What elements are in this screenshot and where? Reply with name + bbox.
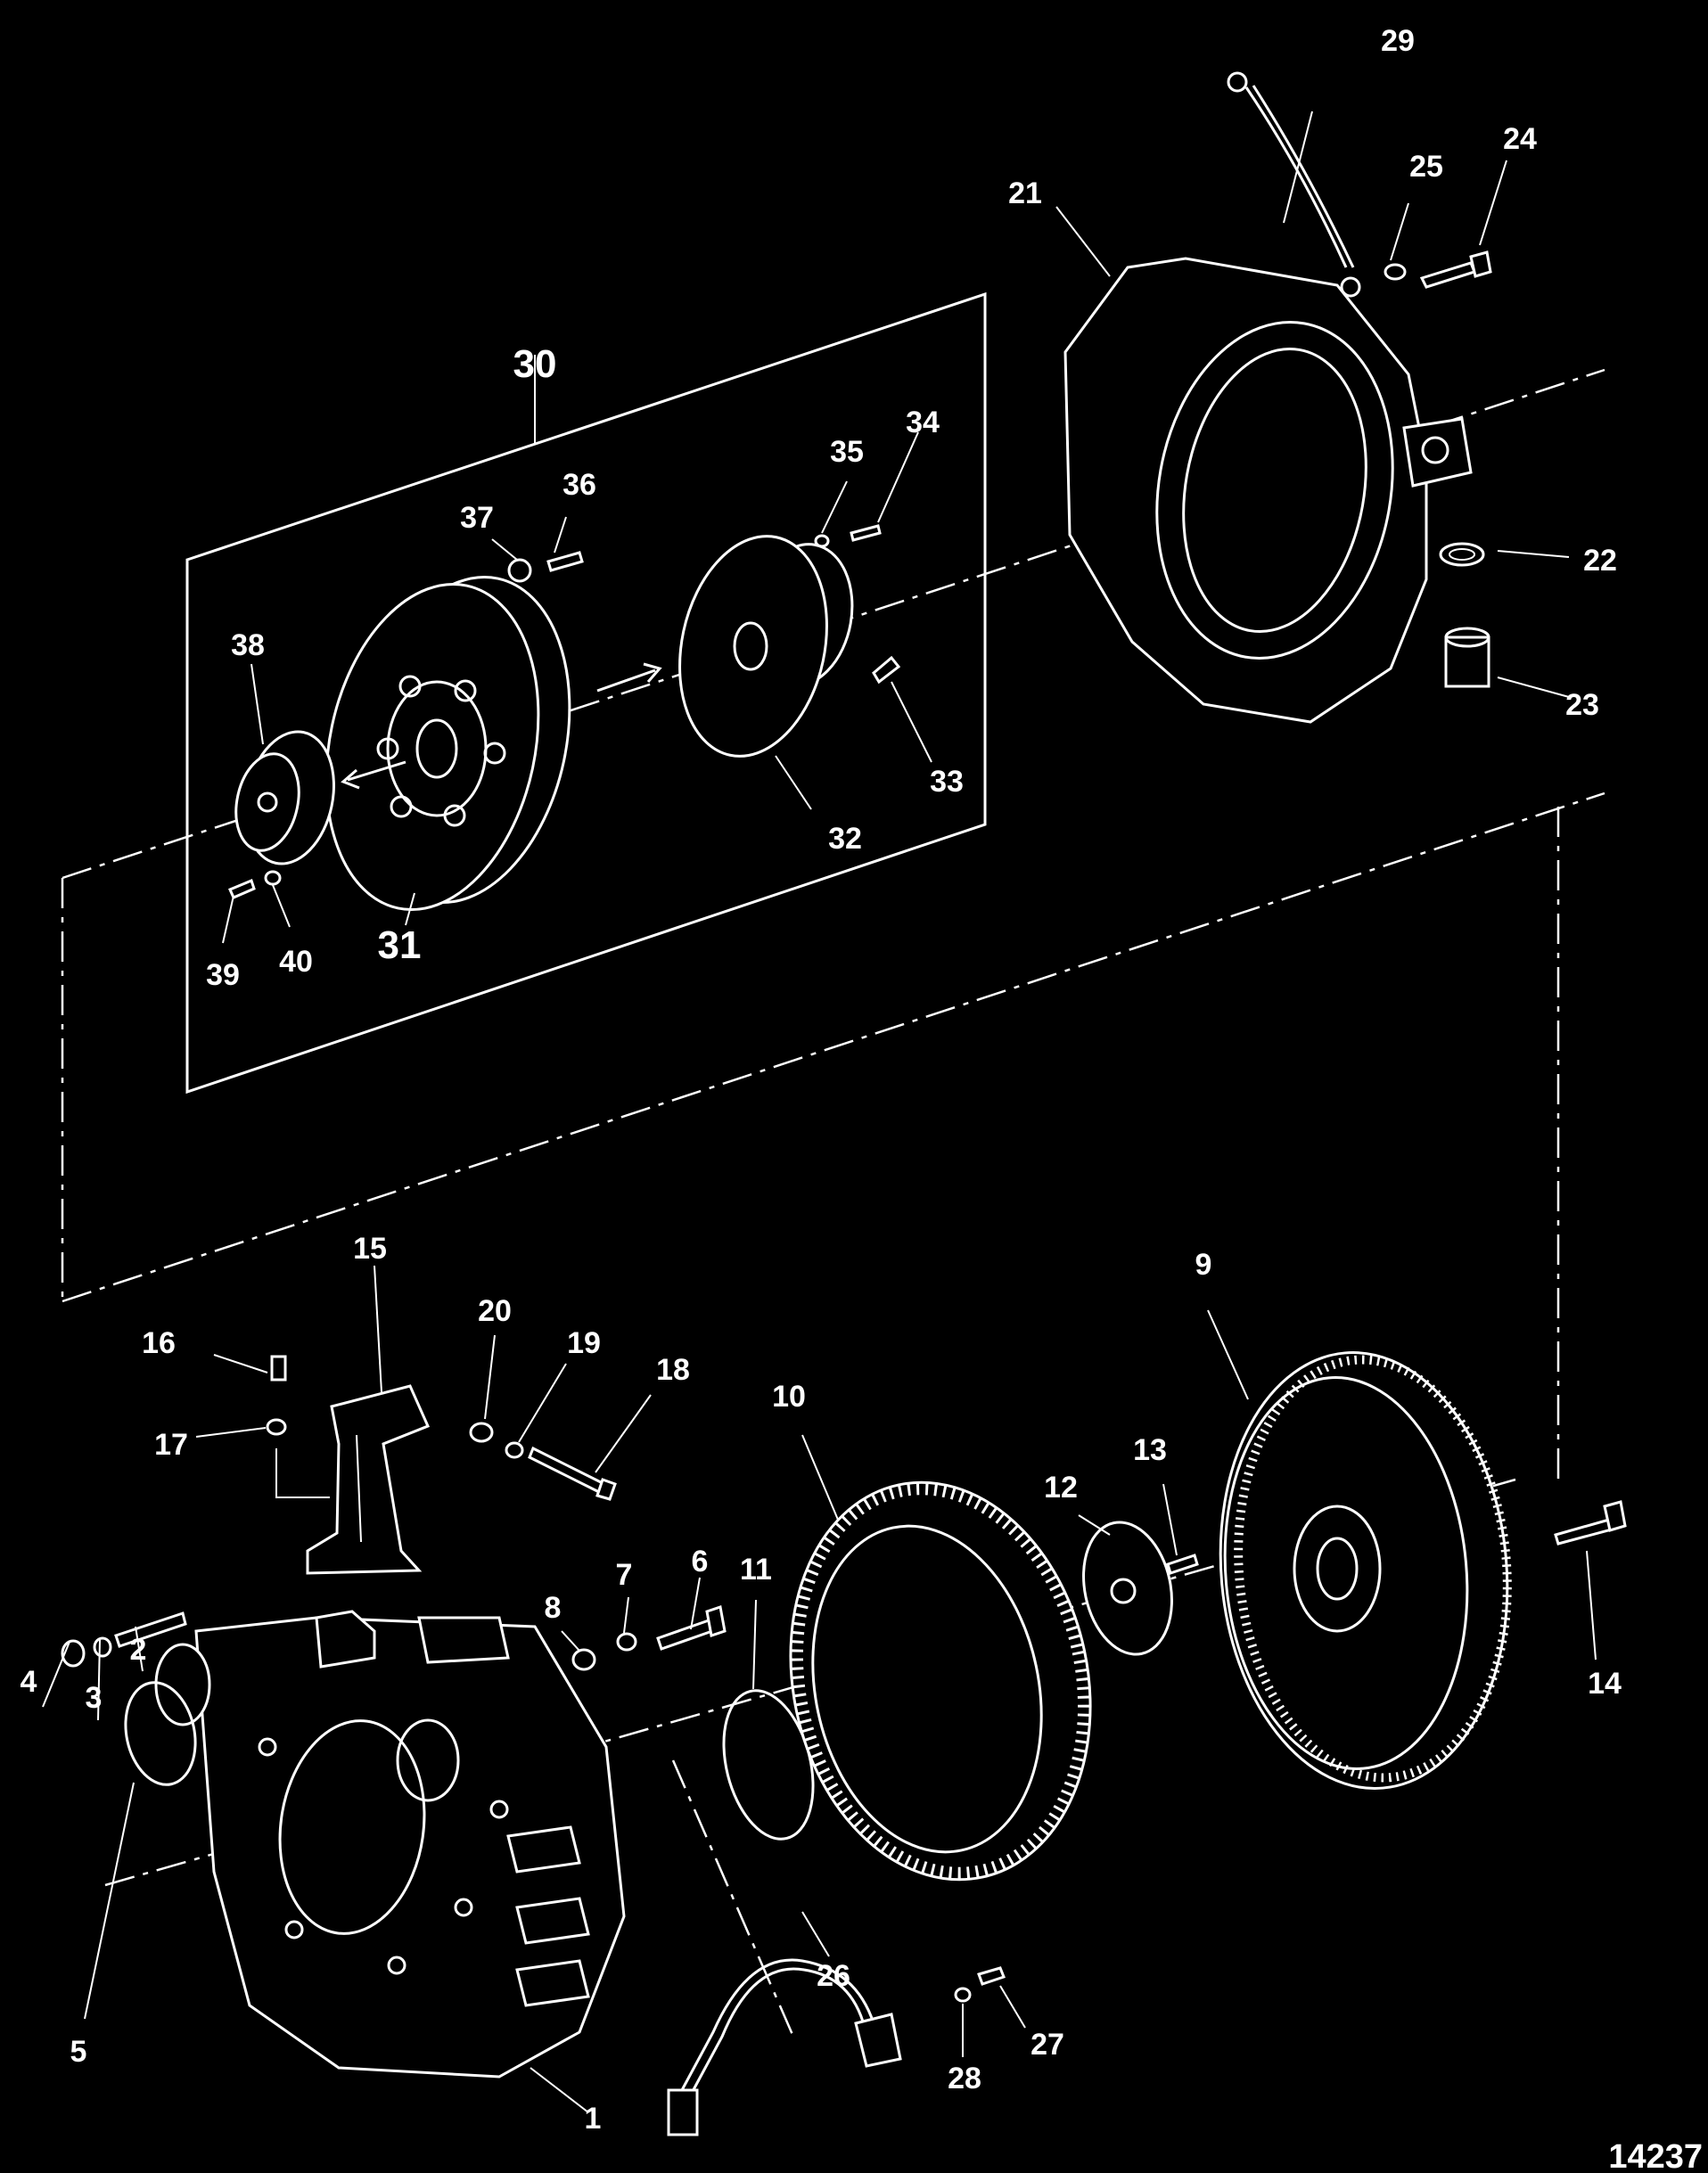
part-label-18: 18 <box>656 1353 690 1387</box>
part-label-27: 27 <box>1031 2028 1064 2062</box>
seal-22 <box>1439 542 1485 567</box>
part-label-23: 23 <box>1565 688 1599 722</box>
part-label-12: 12 <box>1044 1471 1078 1505</box>
part-label-4: 4 <box>21 1665 37 1699</box>
part-label-29: 29 <box>1381 24 1415 58</box>
part-label-2: 2 <box>130 1633 147 1667</box>
part-label-5: 5 <box>70 2035 87 2069</box>
housing-cover-21 <box>1063 257 1473 724</box>
leader-lines <box>42 111 1597 2113</box>
part-label-20: 20 <box>478 1294 512 1328</box>
bracket-15 <box>306 1384 431 1575</box>
part-label-17: 17 <box>154 1428 188 1462</box>
part-label-35: 35 <box>830 435 864 469</box>
part-label-36: 36 <box>562 468 596 502</box>
part-label-26: 26 <box>817 1959 850 1993</box>
part-label-34: 34 <box>906 406 940 439</box>
part-label-16: 16 <box>142 1326 176 1360</box>
part-label-6: 6 <box>692 1545 709 1578</box>
part-label-11: 11 <box>740 1553 772 1587</box>
part-label-30: 30 <box>513 342 557 386</box>
part-label-22: 22 <box>1583 544 1617 578</box>
flywheel-housing-1 <box>154 1610 626 2079</box>
part-label-14: 14 <box>1588 1667 1622 1701</box>
part-label-1: 1 <box>585 2102 602 2136</box>
part-label-19: 19 <box>567 1326 601 1360</box>
sensor-26 <box>667 1958 902 2136</box>
part-label-8: 8 <box>545 1591 562 1625</box>
hub-38 <box>234 730 335 865</box>
adapter-12 <box>1082 1521 1173 1656</box>
part-label-3: 3 <box>86 1681 103 1715</box>
part-label-10: 10 <box>772 1380 806 1414</box>
bolt-24 <box>1419 250 1492 289</box>
part-label-37: 37 <box>460 501 494 535</box>
part-label-39: 39 <box>206 958 240 992</box>
kit-box-30 <box>185 291 987 1095</box>
part-label-28: 28 <box>948 2062 981 2095</box>
part-label-9: 9 <box>1195 1248 1212 1282</box>
ground-strap-29 <box>1227 71 1361 298</box>
drive-plate-31 <box>324 575 571 912</box>
part-label-32: 32 <box>828 822 862 856</box>
bolts-13-14 <box>1166 1500 1627 1575</box>
part-label-33: 33 <box>930 765 964 799</box>
part-label-40: 40 <box>279 945 313 979</box>
left-hardware <box>61 1611 197 1786</box>
part-label-13: 13 <box>1133 1433 1167 1467</box>
arrows <box>341 662 662 790</box>
small-hardware-kit <box>228 524 901 899</box>
washer-25 <box>1384 263 1407 281</box>
part-label-31: 31 <box>378 923 422 967</box>
part-label-38: 38 <box>231 628 265 662</box>
ring-gear-10 <box>789 1480 1092 1882</box>
part-label-15: 15 <box>353 1232 387 1266</box>
part-label-21: 21 <box>1008 176 1042 210</box>
part-label-24: 24 <box>1503 122 1537 156</box>
figure-number: 14237 <box>1608 2138 1703 2173</box>
sensor-hardware <box>954 1966 1006 2003</box>
coupler-32 <box>678 535 854 758</box>
bushing-23 <box>1444 627 1490 688</box>
part-labels: 1 2 3 4 5 6 7 8 9 10 11 12 13 14 15 16 1… <box>21 24 1703 2173</box>
flywheel-9 <box>1219 1351 1512 1790</box>
part-label-25: 25 <box>1409 150 1443 184</box>
bracket-hardware <box>266 1355 617 1501</box>
part-label-7: 7 <box>616 1558 633 1592</box>
